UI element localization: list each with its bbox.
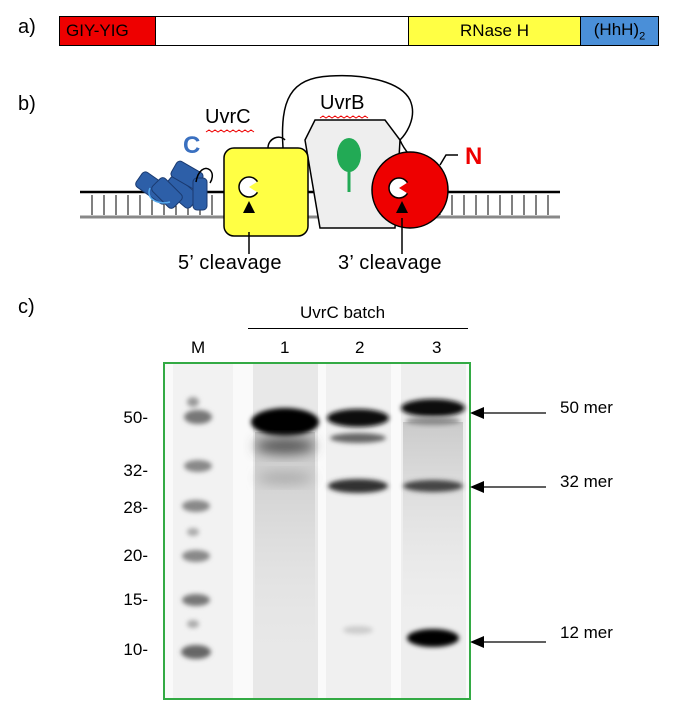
size-marker-10: 10- (100, 640, 148, 660)
band-label-50mer: 50 mer (560, 398, 613, 418)
gel-image (163, 362, 471, 700)
hhh2-subscript: 2 (639, 30, 645, 42)
linker-region (155, 17, 408, 45)
lane-label-m: M (191, 338, 205, 358)
uvrb-label: UvrB (320, 92, 364, 115)
uvrb-spellcheck-squiggle (320, 116, 368, 118)
pacman-5-icon (239, 177, 260, 197)
size-marker-28: 28- (100, 498, 148, 518)
three-prime-cleavage-label: 3’ cleavage (338, 252, 442, 275)
uvrc-domain-bar: GIY-YIG RNase H (HhH)2 (59, 16, 659, 46)
panel-label-c: c) (18, 296, 35, 319)
hhh2-domain: (HhH)2 (580, 17, 658, 45)
band-arrows (468, 395, 548, 665)
rnase-h-label: RNase H (460, 21, 529, 41)
giy-yig-label: GIY-YIG (66, 21, 129, 41)
band-label-12mer: 12 mer (560, 623, 613, 643)
rnase-h-domain: RNase H (408, 17, 580, 45)
five-prime-cleavage-label: 5’ cleavage (178, 252, 282, 275)
lane-3-smear (403, 422, 463, 622)
c-terminus-label: C (183, 132, 200, 160)
size-marker-15: 15- (100, 590, 148, 610)
arrow-50mer (470, 407, 546, 419)
uvrc-spellcheck-squiggle (206, 130, 254, 132)
size-marker-32: 32- (100, 461, 148, 481)
n-terminus-line (440, 155, 458, 165)
uvrc-batch-title: UvrC batch (300, 303, 385, 323)
arrow-32mer (470, 481, 546, 493)
lane-label-1: 1 (280, 338, 289, 358)
panel-label-a: a) (18, 16, 36, 39)
uvrc-rnase-h-domain (224, 148, 308, 236)
giy-yig-domain: GIY-YIG (60, 17, 155, 45)
band-label-32mer: 32 mer (560, 472, 613, 492)
lane-1-smear (255, 432, 315, 662)
size-marker-50: 50- (100, 408, 148, 428)
lane-label-2: 2 (355, 338, 364, 358)
hhh-helices (134, 160, 212, 210)
size-marker-20: 20- (100, 546, 148, 566)
n-terminus-label: N (465, 143, 482, 171)
pacman-3-icon (389, 178, 410, 198)
hhh2-base: (HhH) (594, 20, 639, 39)
lane-label-3: 3 (432, 338, 441, 358)
uvrc-label: UvrC (205, 106, 251, 129)
hhh2-label: (HhH)2 (594, 20, 645, 42)
arrow-12mer (470, 636, 546, 648)
batch-title-underline (248, 328, 468, 329)
